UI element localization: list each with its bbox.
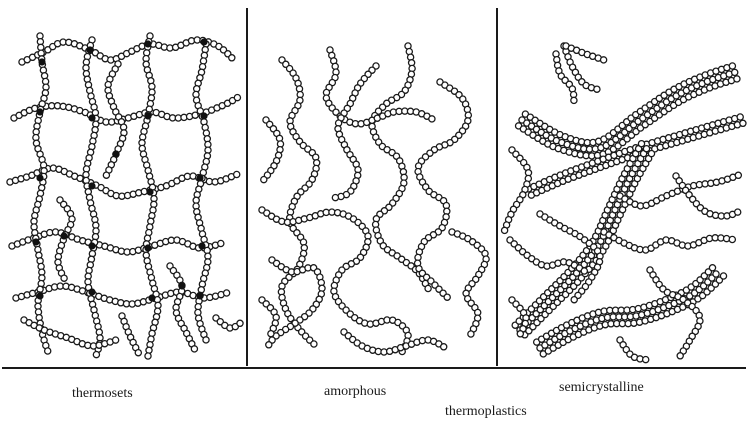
semicrystalline-label: semicrystalline xyxy=(559,380,644,396)
thermoset-chain-8 xyxy=(139,33,161,359)
crosslink-point xyxy=(148,294,155,301)
chain-bead xyxy=(311,341,317,347)
crosslink-point xyxy=(200,38,207,45)
chain-bead xyxy=(709,265,715,271)
amorphous-chain-10 xyxy=(341,329,447,355)
crosslink-point xyxy=(88,242,95,249)
chain-bead xyxy=(735,172,741,178)
chain-bead xyxy=(648,151,654,157)
chain-bead xyxy=(203,337,209,343)
crosslink-point xyxy=(36,174,43,181)
crosslink-point xyxy=(88,182,95,189)
crosslink-point xyxy=(196,174,203,181)
semicrystalline-tie-chain-4 xyxy=(502,147,532,234)
crosslink-point xyxy=(88,288,95,295)
chain-bead xyxy=(93,352,99,358)
chain-bead xyxy=(444,294,450,300)
crosslink-point xyxy=(178,282,185,289)
crosslink-point xyxy=(86,46,93,53)
chain-bead xyxy=(266,342,272,348)
chain-bead xyxy=(720,273,726,279)
thermosets-panel xyxy=(7,33,243,359)
amorphous-chain-11 xyxy=(259,297,279,337)
thermoset-chain-7 xyxy=(83,37,103,358)
thermoset-chain-15 xyxy=(213,315,243,331)
chain-bead xyxy=(224,290,230,296)
amorphous-chain-5 xyxy=(261,117,284,183)
chain-bead xyxy=(502,227,508,233)
crosslink-point xyxy=(196,292,203,299)
semicrystalline-tie-chain-6 xyxy=(601,229,736,253)
chain-bead xyxy=(601,57,607,63)
chain-bead xyxy=(113,337,119,343)
chain-bead xyxy=(145,353,151,359)
chain-bead xyxy=(441,344,447,350)
chain-bead xyxy=(61,275,67,281)
crosslink-point xyxy=(36,292,43,299)
thermoset-chain-13 xyxy=(21,317,119,349)
chain-bead xyxy=(737,114,743,120)
chain-bead xyxy=(643,357,649,363)
amorphous-label: amorphous xyxy=(324,384,386,400)
chain-bead xyxy=(234,95,240,101)
chain-bead xyxy=(638,141,644,147)
crosslink-point xyxy=(88,114,95,121)
chain-bead xyxy=(237,320,243,326)
chain-bead xyxy=(677,353,683,359)
crosslink-point xyxy=(38,58,45,65)
crosslink-point xyxy=(144,244,151,251)
chain-bead xyxy=(234,171,240,177)
semicrystalline-panel xyxy=(502,43,747,363)
chain-bead xyxy=(468,331,474,337)
crosslink-point xyxy=(60,232,67,239)
chain-bead xyxy=(735,209,741,215)
crosslink-point xyxy=(144,40,151,47)
chain-bead xyxy=(517,331,523,337)
chain-bead xyxy=(191,346,197,352)
chain-bead xyxy=(571,97,577,103)
chain-bead xyxy=(135,350,141,356)
chain-bead xyxy=(713,271,719,277)
chain-bead xyxy=(268,331,274,337)
semicrystalline-tie-chain-12 xyxy=(617,337,649,363)
chain-bead xyxy=(103,172,109,178)
amorphous-panel xyxy=(259,43,489,355)
crosslink-point xyxy=(198,242,205,249)
chain-bead xyxy=(740,120,746,126)
chain-bead xyxy=(45,348,51,354)
chain-bead xyxy=(734,76,740,82)
chain-bead xyxy=(218,240,224,246)
chain-bead xyxy=(581,268,587,274)
chain-bead xyxy=(729,63,735,69)
crosslink-point xyxy=(146,188,153,195)
chain-bead xyxy=(332,195,338,201)
thermoset-chain-14 xyxy=(119,313,141,356)
chain-bead xyxy=(429,116,435,122)
crosslink-point xyxy=(144,112,151,119)
thermoset-chain-12 xyxy=(167,263,198,352)
amorphous-chain-9 xyxy=(449,229,489,337)
chain-bead xyxy=(732,69,738,75)
semicrystalline-tie-chain-5 xyxy=(507,237,588,274)
crosslink-point xyxy=(36,108,43,115)
amorphous-chain-7 xyxy=(266,257,325,348)
chain-bead xyxy=(261,177,267,183)
crosslink-point xyxy=(32,238,39,245)
semicrystalline-tie-chain-7 xyxy=(509,297,529,337)
thermoset-chain-6 xyxy=(31,33,51,354)
chain-bead xyxy=(729,236,735,242)
chain-bead xyxy=(643,146,649,152)
chain-bead xyxy=(571,297,577,303)
chain-bead xyxy=(229,55,235,61)
thermosets-label: thermosets xyxy=(72,386,133,402)
chain-bead xyxy=(425,285,431,291)
crosslink-point xyxy=(200,112,207,119)
thermoplastics-label: thermoplastics xyxy=(445,404,527,420)
crosslink-point xyxy=(112,150,119,157)
chain-bead xyxy=(594,86,600,92)
